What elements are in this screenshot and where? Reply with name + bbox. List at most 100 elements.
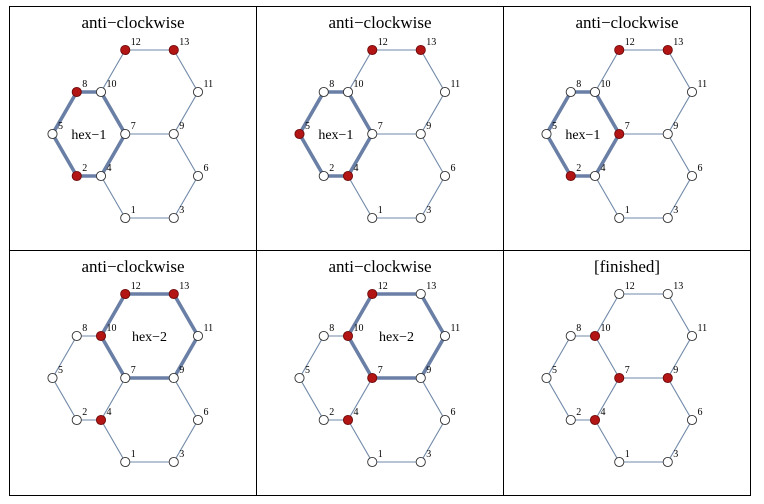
panel-title: anti−clockwise [81,257,185,276]
edge-3-6 [173,175,199,219]
node-label-3: 3 [673,449,678,460]
edge-4-1 [347,419,373,463]
edge-3-6 [667,175,693,219]
node-1 [367,212,378,224]
edge-11-9 [667,335,693,379]
highlight-edge-5-8 [544,90,573,136]
highlight-edge-10-7 [99,90,128,136]
node-label-11: 11 [204,79,214,90]
node-label-2: 2 [576,163,581,174]
highlight-edge-2-5 [50,132,79,178]
edge-10-12 [100,49,126,93]
edge-6-9 [173,377,199,421]
node-label-7: 7 [625,121,630,132]
node-8 [318,330,329,342]
node-label-9: 9 [426,121,431,132]
hex-label: hex−2 [379,330,414,345]
node-9 [415,372,426,384]
node-3 [168,212,179,224]
node-2 [318,170,329,182]
node-label-4: 4 [107,407,112,418]
node-label-7: 7 [131,365,136,376]
marked-node-10 [95,330,107,342]
node-5 [47,372,58,384]
marked-node-12 [367,288,378,300]
node-11 [439,330,451,342]
node-label-7: 7 [625,365,630,376]
node-label-11: 11 [698,79,708,90]
edge-3-6 [420,419,446,463]
highlight-edge-7-4 [99,132,128,178]
marked-node-7 [614,372,625,384]
node-7 [120,128,131,140]
node-label-8: 8 [82,79,87,90]
marked-node-5 [294,128,305,140]
edge-6-9 [667,133,693,177]
node-label-11: 11 [204,323,214,334]
highlight-edge-10-12 [346,292,375,338]
node-2 [565,414,576,426]
edge-11-9 [667,91,693,135]
node-label-8: 8 [576,79,581,90]
hex-label: hex−1 [71,128,106,143]
node-label-4: 4 [354,163,359,174]
node-label-10: 10 [354,79,364,90]
node-8 [565,330,576,342]
node-10 [589,86,601,98]
highlight-edge-13-11 [418,292,447,338]
node-label-5: 5 [58,365,63,376]
edge-2-5 [52,377,78,421]
highlight-edge-10-7 [346,90,375,136]
node-label-10: 10 [601,79,611,90]
node-label-8: 8 [82,323,87,334]
node-11 [192,330,204,342]
node-5 [541,372,552,384]
node-6 [686,170,698,182]
node-label-4: 4 [601,163,606,174]
highlight-edge-10-12 [99,292,128,338]
panel-title: [finished] [593,257,661,276]
node-label-2: 2 [576,407,581,418]
node-8 [71,330,82,342]
node-label-13: 13 [673,37,683,48]
node-8 [318,86,329,98]
node-label-9: 9 [179,365,184,376]
highlight-edge-10-7 [593,90,622,136]
node-label-5: 5 [305,121,310,132]
node-label-13: 13 [426,281,436,292]
node-label-12: 12 [131,37,141,48]
marked-node-4 [95,414,107,426]
node-13 [415,288,426,300]
node-label-6: 6 [451,163,456,174]
node-3 [662,456,673,468]
node-label-7: 7 [131,121,136,132]
edge-13-11 [173,49,199,93]
marked-node-4 [589,414,601,426]
edge-3-6 [173,419,199,463]
node-9 [168,372,179,384]
node-label-13: 13 [426,37,436,48]
node-1 [120,456,131,468]
node-label-9: 9 [673,365,678,376]
node-7 [120,372,131,384]
edge-10-12 [347,49,373,93]
edge-10-7 [594,335,620,379]
marked-node-13 [415,44,426,56]
node-6 [686,414,698,426]
edge-3-6 [420,175,446,219]
edge-2-5 [299,377,325,421]
node-label-2: 2 [82,407,87,418]
node-label-13: 13 [179,281,189,292]
node-label-9: 9 [426,365,431,376]
node-1 [614,212,625,224]
node-label-3: 3 [426,205,431,216]
node-2 [318,414,329,426]
node-label-1: 1 [625,205,630,216]
node-label-6: 6 [204,163,209,174]
